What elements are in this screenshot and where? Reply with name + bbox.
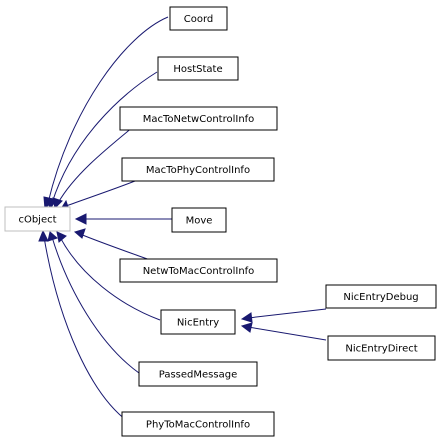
node-nicentrydirect[interactable]: NicEntryDirect xyxy=(327,335,436,361)
arrowhead-phytomac xyxy=(38,229,49,242)
edge-netwtomac-cobject xyxy=(79,233,154,262)
edge-nicentrydebug-nicentry xyxy=(247,308,327,319)
arrowhead-move xyxy=(74,213,87,225)
node-mactonetwcontrolinfo[interactable]: MacToNetwControlInfo xyxy=(119,106,278,131)
edge-mactonetw-cobject xyxy=(57,126,134,204)
node-coord-label: Coord xyxy=(184,14,214,25)
arrowhead-mactonetw xyxy=(52,197,63,210)
node-nicentrydebug[interactable]: NicEntryDebug xyxy=(325,284,437,309)
node-netwtomaccontrolinfo[interactable]: NetwToMacControlInfo xyxy=(119,258,278,283)
edge-nicentry-cobject xyxy=(59,236,161,321)
node-passedmessage[interactable]: PassedMessage xyxy=(138,361,258,387)
node-coord[interactable]: Coord xyxy=(169,6,228,31)
node-phytomaccontrolinfo[interactable]: PhyToMacControlInfo xyxy=(121,411,275,437)
node-cobject[interactable]: cObject xyxy=(4,206,71,232)
node-nicentry-label: NicEntry xyxy=(177,318,219,329)
edge-nicentrydirect-nicentry xyxy=(247,326,327,341)
node-move[interactable]: Move xyxy=(171,207,227,233)
edge-mactophy-cobject xyxy=(65,180,136,207)
node-nicentrydirect-label: NicEntryDirect xyxy=(345,344,417,355)
edge-hoststate-cobject xyxy=(51,71,158,204)
node-mactophycontrolinfo-label: MacToPhyControlInfo xyxy=(146,165,250,176)
node-phytomaccontrolinfo-label: PhyToMacControlInfo xyxy=(146,420,250,431)
arrowhead-nicentrydebug xyxy=(240,312,253,323)
node-move-label: Move xyxy=(186,216,213,227)
node-hoststate-label: HostState xyxy=(173,64,222,75)
node-passedmessage-label: PassedMessage xyxy=(159,370,237,381)
node-netwtomaccontrolinfo-label: NetwToMacControlInfo xyxy=(143,266,255,277)
node-nicentrydebug-label: NicEntryDebug xyxy=(343,292,418,303)
node-cobject-label: cObject xyxy=(18,215,56,226)
node-mactonetwcontrolinfo-label: MacToNetwControlInfo xyxy=(143,114,255,125)
arrowhead-nicentry xyxy=(56,231,67,243)
arrowhead-nicentrydirect xyxy=(240,322,253,333)
node-mactophycontrolinfo[interactable]: MacToPhyControlInfo xyxy=(121,157,275,182)
edge-passedmessage-cobject xyxy=(51,236,140,374)
edge-phytomac-cobject xyxy=(43,236,131,424)
arrowhead-netwtomac xyxy=(73,228,86,239)
edges xyxy=(43,16,327,424)
arrowhead-passedmessage xyxy=(47,231,58,242)
node-hoststate[interactable]: HostState xyxy=(157,56,239,81)
edge-coord-cobject xyxy=(47,16,169,204)
arrowheads xyxy=(38,196,253,333)
node-nicentry[interactable]: NicEntry xyxy=(160,309,236,335)
